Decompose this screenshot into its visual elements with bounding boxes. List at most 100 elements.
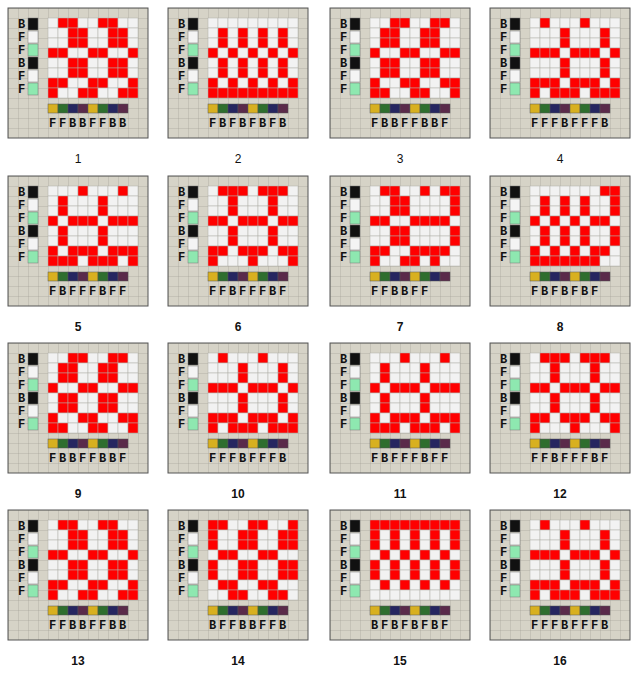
weave-cell	[420, 206, 430, 216]
weave-cell	[370, 403, 380, 413]
weave-cell	[550, 560, 560, 570]
weave-cell	[118, 353, 128, 363]
weave-cell	[540, 353, 550, 363]
weave-cell	[108, 580, 118, 590]
weave-cell	[228, 78, 238, 88]
weave-cell	[108, 18, 118, 28]
weave-cell	[450, 88, 460, 98]
weave-cell	[258, 413, 268, 423]
weave-panel	[490, 8, 630, 138]
weave-cell	[48, 256, 58, 266]
weave-cell	[128, 236, 138, 246]
weave-cell	[420, 423, 430, 433]
weave-cell	[550, 580, 560, 590]
warp-swatch	[600, 606, 610, 615]
weave-cell	[580, 68, 590, 78]
weave-cell	[258, 88, 268, 98]
weave-cell	[410, 363, 420, 373]
weave-cell	[430, 590, 440, 600]
side-swatch	[350, 585, 360, 597]
weave-cell	[278, 226, 288, 236]
row-letter: F	[500, 572, 507, 586]
weave-cell	[68, 570, 78, 580]
weave-cell	[78, 363, 88, 373]
weave-cell	[288, 78, 298, 88]
weave-cell	[88, 38, 98, 48]
weave-cell	[248, 393, 258, 403]
row-letter: B	[500, 57, 507, 71]
weave-cell	[278, 363, 288, 373]
weave-cell	[258, 520, 268, 530]
weave-cell	[208, 236, 218, 246]
weave-cell	[228, 206, 238, 216]
weave-cell	[118, 403, 128, 413]
weave-cell	[208, 353, 218, 363]
weave-cell	[248, 570, 258, 580]
warp-swatch	[400, 606, 410, 615]
weave-cell	[98, 520, 108, 530]
weave-cell	[228, 38, 238, 48]
weave-cell	[370, 226, 380, 236]
weave-cell	[108, 570, 118, 580]
row-letter: F	[18, 546, 25, 560]
weave-cell	[248, 256, 258, 266]
weave-cell	[430, 18, 440, 28]
weave-cell	[390, 550, 400, 560]
weave-cell	[440, 570, 450, 580]
weave-cell	[58, 550, 68, 560]
weave-cell	[580, 196, 590, 206]
side-swatch	[28, 520, 38, 532]
weave-cell	[118, 216, 128, 226]
weave-cell	[78, 186, 88, 196]
weave-cell	[118, 58, 128, 68]
weave-cell	[420, 186, 430, 196]
weave-cell	[58, 206, 68, 216]
weave-cell	[238, 256, 248, 266]
weave-cell	[208, 196, 218, 206]
panel-number: 9	[58, 487, 98, 501]
side-swatch	[188, 238, 198, 250]
weave-cell	[600, 393, 610, 403]
weave-cell	[590, 590, 600, 600]
weave-cell	[410, 236, 420, 246]
weave-cell	[98, 560, 108, 570]
weave-cell	[560, 58, 570, 68]
weave-panel	[330, 343, 470, 473]
weave-cell	[98, 373, 108, 383]
weave-cell	[278, 236, 288, 246]
weave-cell	[440, 363, 450, 373]
weave-cell	[48, 38, 58, 48]
weave-cell	[228, 520, 238, 530]
weave-cell	[410, 520, 420, 530]
weave-cell	[380, 48, 390, 58]
weave-cell	[580, 393, 590, 403]
weave-cell	[610, 256, 620, 266]
row-letter: B	[500, 559, 507, 573]
warp-swatch	[440, 104, 450, 113]
row-letter: F	[500, 251, 507, 265]
weave-cell	[58, 353, 68, 363]
weave-cell	[238, 560, 248, 570]
weave-cell	[410, 186, 420, 196]
weave-cell	[128, 413, 138, 423]
weave-cell	[48, 520, 58, 530]
row-letter: B	[178, 520, 185, 534]
weave-cell	[370, 206, 380, 216]
weave-cell	[58, 58, 68, 68]
warp-swatch	[68, 606, 78, 615]
weave-cell	[58, 28, 68, 38]
weave-cell	[390, 18, 400, 28]
weave-cell	[48, 196, 58, 206]
weave-cell	[550, 520, 560, 530]
weave-cell	[288, 256, 298, 266]
weave-cell	[108, 38, 118, 48]
weave-cell	[218, 256, 228, 266]
weave-cell	[410, 560, 420, 570]
weave-cell	[78, 196, 88, 206]
row-letter: F	[18, 83, 25, 97]
weave-cell	[78, 206, 88, 216]
row-letter: F	[18, 405, 25, 419]
weave-cell	[600, 383, 610, 393]
weave-cell	[48, 570, 58, 580]
weave-cell	[410, 68, 420, 78]
